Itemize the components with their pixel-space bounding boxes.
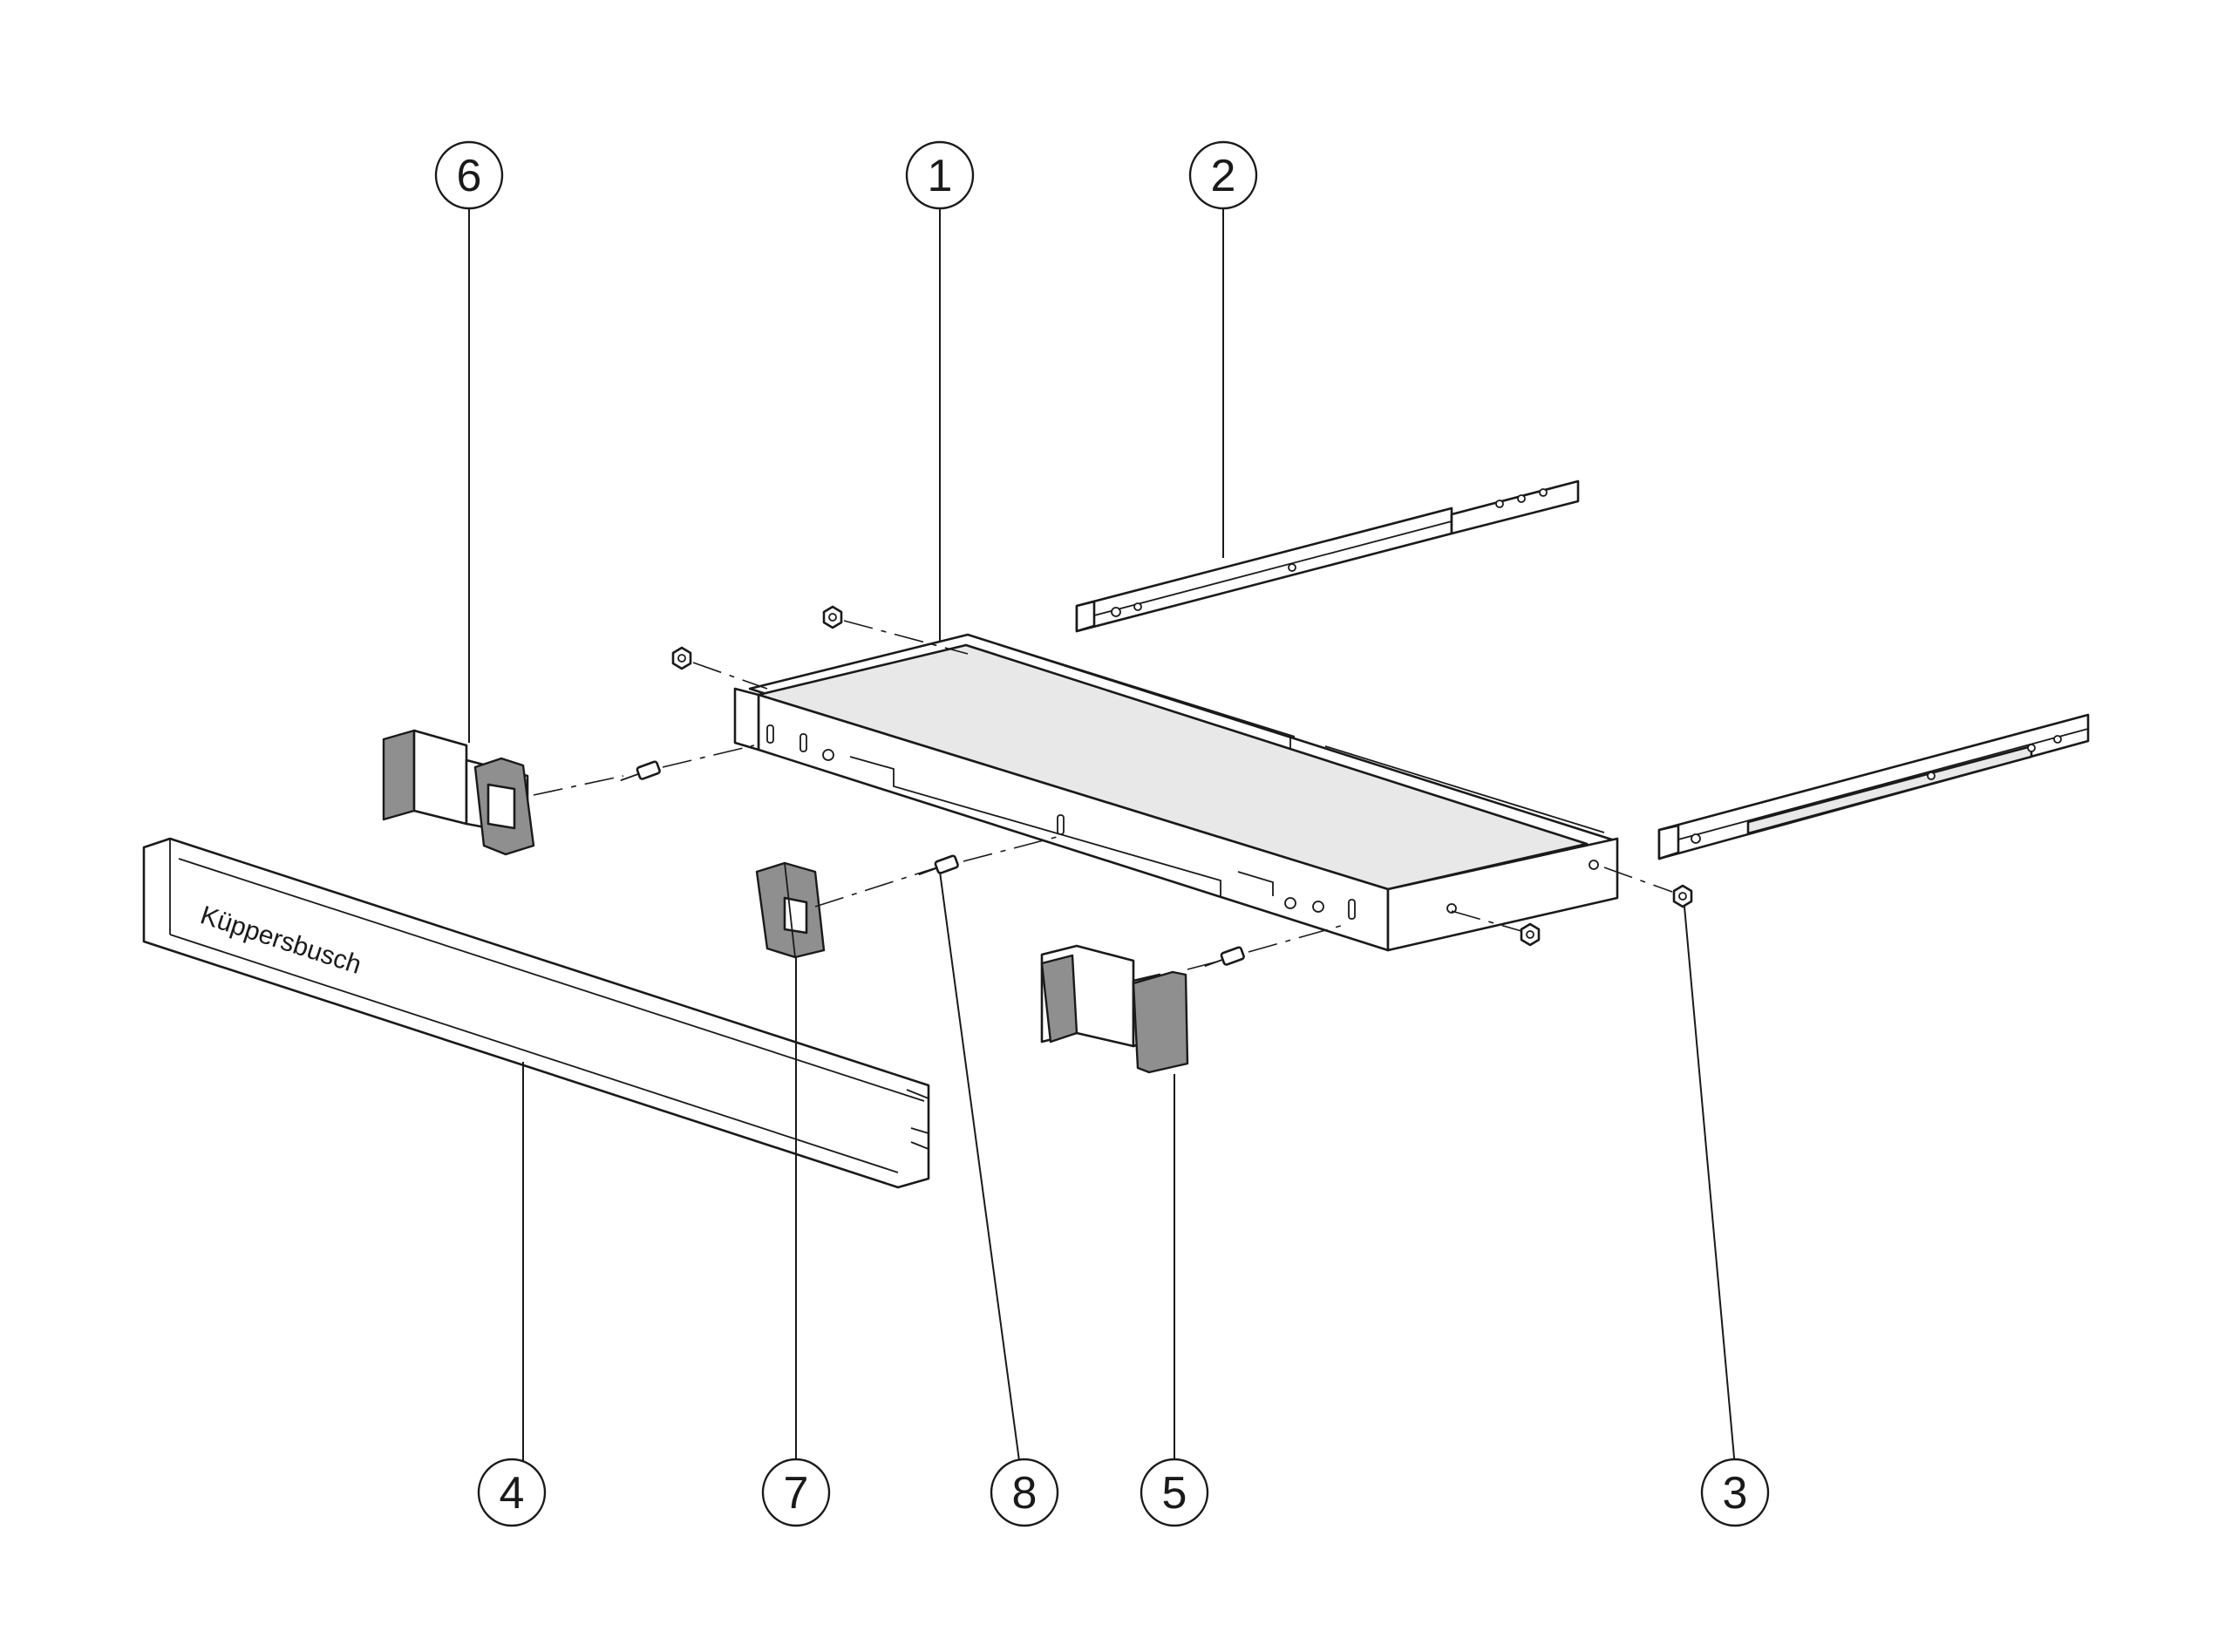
assembly-centerlines xyxy=(533,620,1673,970)
callout-4: 4 xyxy=(477,1458,547,1527)
callout-7: 7 xyxy=(761,1458,831,1527)
svg-text:4: 4 xyxy=(500,1468,525,1519)
callout-3: 3 xyxy=(1700,1458,1770,1527)
tray-slot-holes xyxy=(766,724,1599,920)
part-5-right-handle-bracket xyxy=(1040,944,1189,1074)
part-7-end-cap xyxy=(755,861,826,959)
svg-text:3: 3 xyxy=(1723,1468,1748,1519)
svg-text:1: 1 xyxy=(928,151,953,201)
svg-text:5: 5 xyxy=(1162,1468,1187,1519)
callout-5: 5 xyxy=(1140,1458,1209,1527)
svg-text:8: 8 xyxy=(1012,1468,1038,1519)
callout-8: 8 xyxy=(990,1458,1059,1527)
part-4-front-panel: Küppersbusch xyxy=(142,837,930,1189)
svg-text:2: 2 xyxy=(1211,151,1236,201)
callout-1: 1 xyxy=(905,140,975,210)
svg-text:7: 7 xyxy=(784,1468,809,1519)
svg-text:6: 6 xyxy=(457,151,482,201)
part-3-nuts xyxy=(671,605,1693,947)
part-2-telescopic-rail-upper xyxy=(1075,479,1580,633)
part-2-telescopic-rail-lower xyxy=(1657,713,2090,860)
callout-2: 2 xyxy=(1188,140,1258,210)
part-6-left-handle-bracket xyxy=(382,729,535,856)
callout-6: 6 xyxy=(434,140,504,210)
part-1-drawer-tray xyxy=(733,633,1619,952)
part-8-screws xyxy=(620,760,1245,968)
leader-lines xyxy=(468,209,1736,1468)
